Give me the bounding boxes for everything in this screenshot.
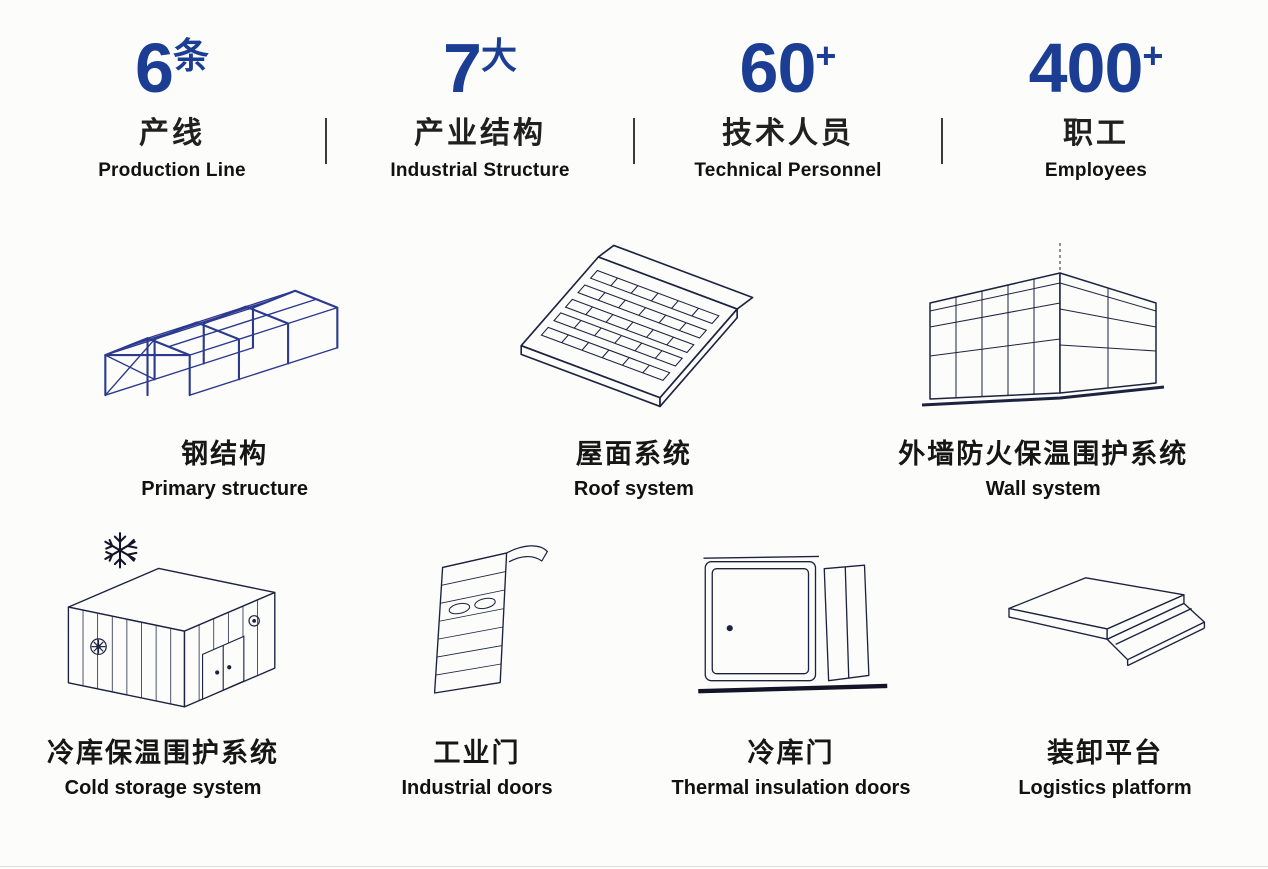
- product-row-1: 钢结构 Primary structure: [0, 228, 1268, 501]
- product-name-zh: 冷库保温围护系统: [47, 737, 279, 768]
- product-name-en: Logistics platform: [1018, 776, 1192, 799]
- stat-unit: 大: [480, 35, 517, 76]
- stat-unit: +: [1142, 35, 1164, 76]
- wall-system-illustration: [839, 228, 1248, 420]
- product-name-en: Primary structure: [141, 477, 309, 500]
- product-industrial-doors: 工业门 Industrial doors: [320, 527, 634, 800]
- cold-storage-illustration: [6, 527, 320, 719]
- stat-employees: 400+ 职工 Employees: [943, 29, 1249, 182]
- double-door: [202, 634, 245, 700]
- stat-divider: [325, 118, 327, 164]
- product-name-zh: 冷库门: [747, 737, 835, 768]
- steel-structure-illustration: [20, 228, 429, 420]
- stat-divider: [941, 118, 943, 164]
- door-windows: [448, 597, 496, 614]
- product-name-zh: 钢结构: [181, 438, 269, 469]
- stat-divider: [633, 118, 635, 164]
- product-name-zh: 外墙防火保温围护系统: [898, 438, 1189, 469]
- stat-label-zh: 产业结构: [414, 116, 546, 150]
- product-wall-system: 外墙防火保温围护系统 Wall system: [839, 228, 1248, 501]
- stat-industrial-structure: 7大 产业结构 Industrial Structure: [327, 29, 633, 182]
- product-steel-structure: 钢结构 Primary structure: [20, 228, 429, 501]
- product-roof-system: 屋面系统 Roof system: [429, 228, 838, 501]
- stat-label-zh: 产线: [139, 116, 205, 150]
- dock-leveler-illustration: [948, 527, 1262, 719]
- product-row-2: 冷库保温围护系统 Cold storage system: [0, 527, 1268, 800]
- stat-unit: +: [815, 35, 837, 76]
- stat-technical-personnel: 60+ 技术人员 Technical Personnel: [635, 29, 941, 182]
- stat-unit: 条: [172, 35, 209, 76]
- stat-label-en: Production Line: [98, 159, 246, 181]
- thermal-door-illustration: [634, 527, 948, 719]
- product-logistics-platform: 装卸平台 Logistics platform: [948, 527, 1262, 800]
- stat-label-en: Technical Personnel: [694, 159, 882, 181]
- fan-icon: [90, 614, 260, 655]
- stat-label-zh: 技术人员: [722, 116, 854, 150]
- product-name-en: Thermal insulation doors: [671, 776, 911, 799]
- door-handle: [726, 625, 733, 632]
- product-cold-storage: 冷库保温围护系统 Cold storage system: [6, 527, 320, 800]
- snowflake-icon: [104, 531, 138, 569]
- stat-number: 7大: [443, 29, 517, 107]
- product-name-en: Cold storage system: [64, 776, 262, 799]
- product-name-en: Industrial doors: [401, 776, 553, 799]
- stat-number: 400+: [1028, 29, 1164, 107]
- product-thermal-doors: 冷库门 Thermal insulation doors: [634, 527, 948, 800]
- stat-production-line: 6条 产线 Production Line: [19, 29, 325, 182]
- roof-system-illustration: [429, 228, 838, 420]
- stats-row: 6条 产线 Production Line 7大 产业结构 Industrial…: [0, 0, 1268, 182]
- stat-label-en: Employees: [1044, 159, 1148, 181]
- industrial-door-illustration: [320, 527, 634, 719]
- stat-label-en: Industrial Structure: [390, 159, 570, 181]
- product-name-en: Roof system: [573, 477, 694, 500]
- stat-number: 60+: [739, 29, 837, 107]
- product-name-zh: 装卸平台: [1047, 737, 1163, 768]
- product-name-en: Wall system: [985, 477, 1101, 500]
- stat-label-zh: 职工: [1063, 116, 1129, 150]
- stat-number: 6条: [135, 29, 209, 107]
- product-name-zh: 工业门: [433, 737, 521, 768]
- product-name-zh: 屋面系统: [575, 438, 692, 469]
- bottom-divider: [0, 866, 1268, 867]
